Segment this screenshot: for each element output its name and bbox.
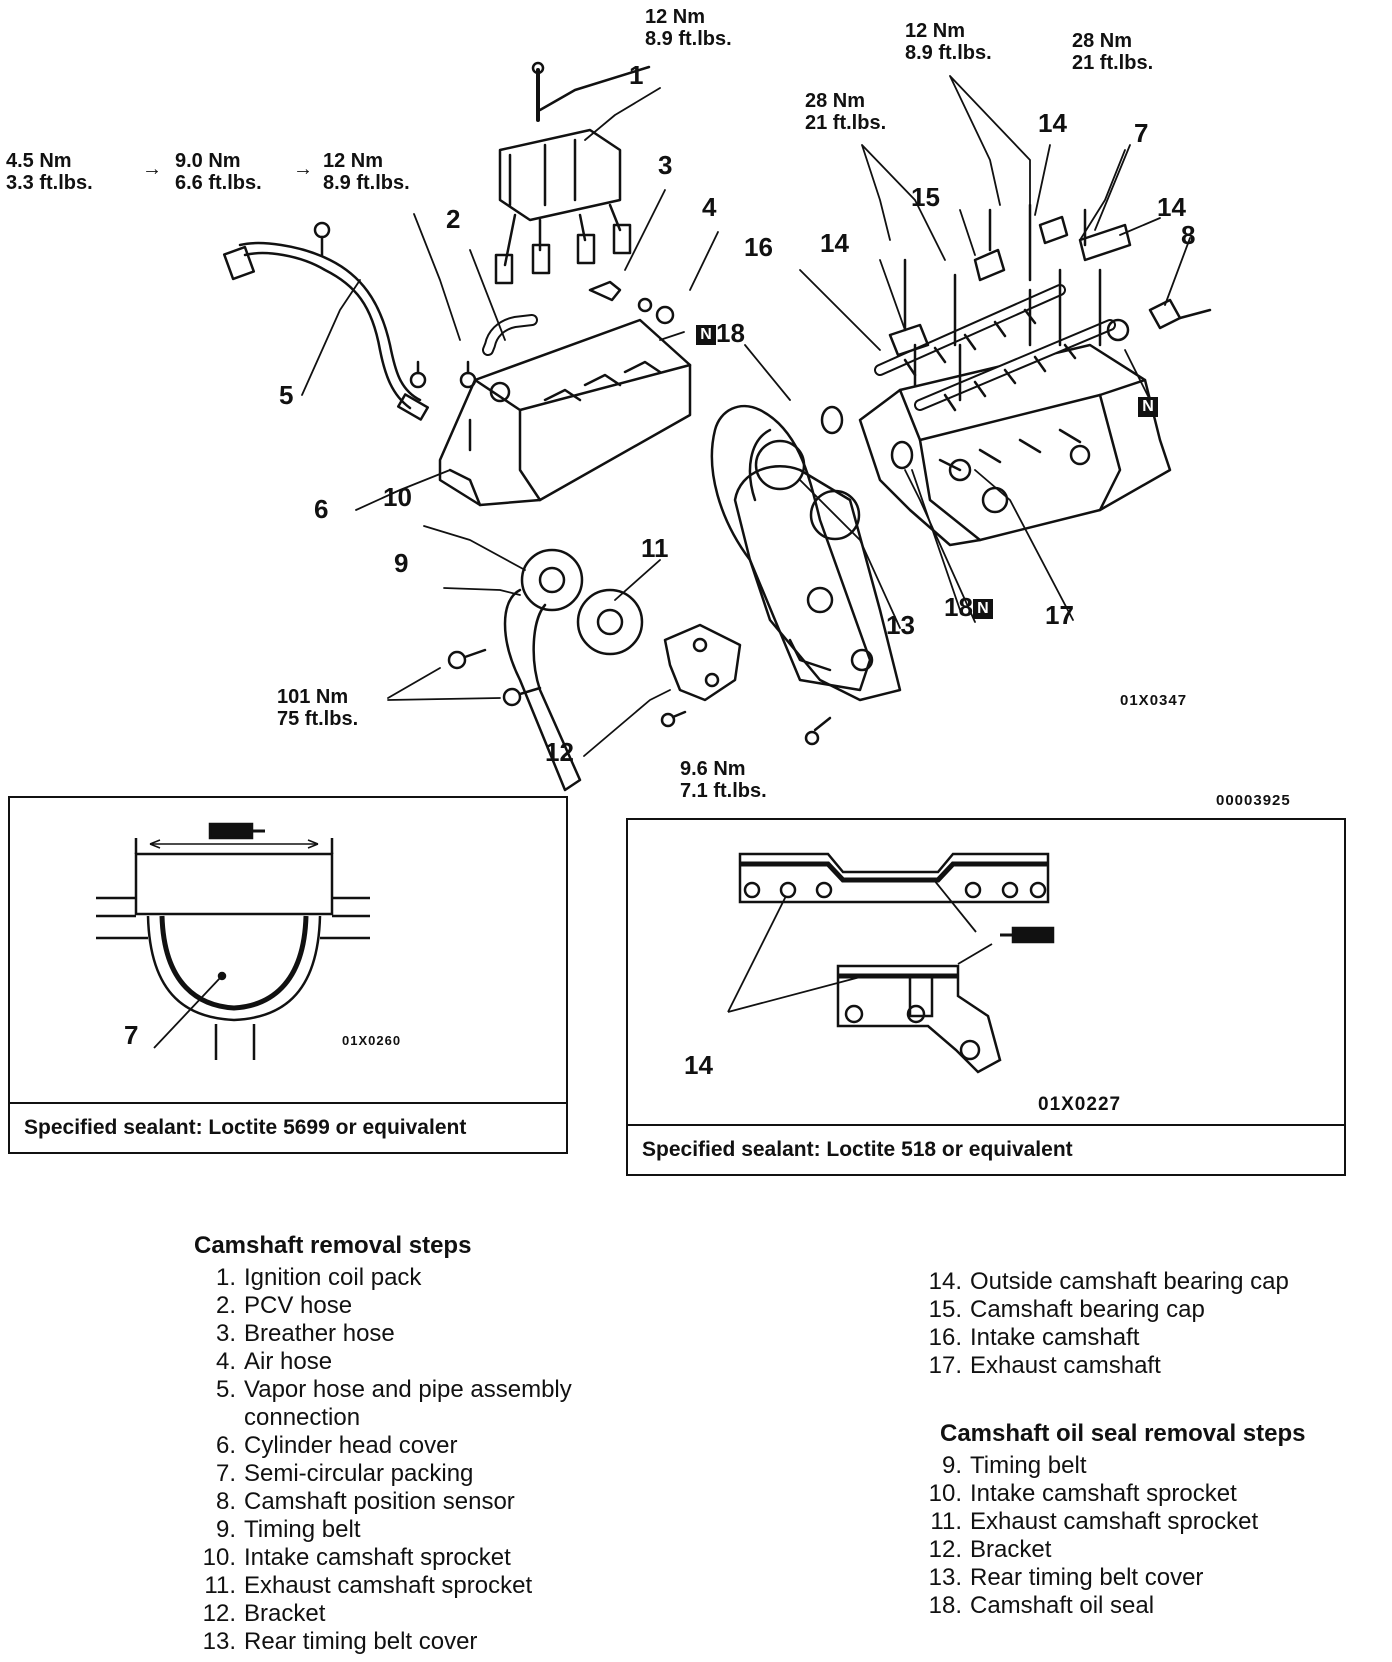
- list-item: 9.Timing belt: [941, 1452, 1087, 1479]
- list-item: 15.Camshaft bearing cap: [928, 1296, 1205, 1323]
- callout-4: 4: [702, 192, 717, 222]
- list-item: 16.Intake camshaft: [928, 1324, 1140, 1351]
- list-item: 4.Air hose: [215, 1348, 333, 1375]
- n-mark-icon: N: [696, 325, 716, 346]
- sealant-caption-right: Specified sealant: Loctite 518 or equiva…: [628, 1124, 1344, 1174]
- removal-steps-list-continued: 14.Outside camshaft bearing cap 15.Camsh…: [920, 1268, 1370, 1380]
- sealant-detail-panel-left: 7 01X0260 Specified sealant: Loctite 569…: [8, 796, 568, 1154]
- callout-1: 1: [629, 60, 644, 90]
- figure-code-main: 01X0347: [1120, 692, 1188, 709]
- n-mark-icon: N: [1138, 397, 1158, 418]
- list-item: 9.Timing belt: [215, 1516, 361, 1543]
- semi-circular-packing-drawing: [96, 822, 370, 1060]
- callout-14-c: 14: [820, 228, 849, 258]
- list-item: 10.Intake camshaft sprocket: [202, 1544, 511, 1571]
- list-item: 17.Exhaust camshaft: [928, 1352, 1161, 1379]
- callout-11: 11: [641, 533, 669, 563]
- list-item: 13.Rear timing belt cover: [202, 1628, 478, 1655]
- figure-code-right-panel: 01X0227: [1038, 1094, 1122, 1115]
- torque-sequence-arrow-2: →: [293, 158, 313, 180]
- list-item: 6.Cylinder head cover: [215, 1432, 458, 1459]
- figure-code-corner: 00003925: [1216, 792, 1291, 809]
- list-item: 3.Breather hose: [215, 1320, 395, 1347]
- figure-code-left-panel: 01X0260: [342, 1033, 402, 1048]
- list-item: 1.Ignition coil pack: [215, 1264, 422, 1291]
- list-item: 11.Exhaust camshaft sprocket: [930, 1508, 1259, 1535]
- list-item: 13.Rear timing belt cover: [928, 1564, 1204, 1591]
- callout-6: 6: [314, 494, 329, 524]
- panel-callout-7: 7: [124, 1020, 139, 1050]
- removal-steps-title: Camshaft removal steps: [194, 1232, 472, 1259]
- n-mark-seal: N: [1138, 390, 1158, 421]
- callout-9: 9: [394, 548, 409, 578]
- callout-12: 12: [545, 737, 574, 767]
- oil-seal-steps-title: Camshaft oil seal removal steps: [940, 1420, 1306, 1447]
- callout-17: 17: [1045, 600, 1074, 630]
- camshaft-removal-steps: Camshaft removal steps 1.Ignition coil p…: [194, 1232, 674, 1656]
- callout-14-b: 14: [1157, 192, 1186, 222]
- sealant-caption-left: Specified sealant: Loctite 5699 or equiv…: [10, 1102, 566, 1152]
- list-item: 2.PCV hose: [215, 1292, 353, 1319]
- panel-callout-14: 14: [684, 1050, 713, 1080]
- list-item: 10.Intake camshaft sprocket: [928, 1480, 1237, 1507]
- camshaft-oil-seal-removal-steps: Camshaft oil seal removal steps 9.Timing…: [920, 1420, 1370, 1620]
- list-item: 12.Bracket: [202, 1600, 326, 1627]
- list-item: 5.Vapor hose and pipe assembly connectio…: [215, 1376, 572, 1431]
- list-item: 18.Camshaft oil seal: [928, 1592, 1155, 1619]
- list-item: 7.Semi-circular packing: [215, 1460, 474, 1487]
- callout-7: 7: [1134, 118, 1149, 148]
- torque-sequence-arrow-1: →: [142, 158, 162, 180]
- sealant-detail-panel-right: 14 01X0227 Specified sealant: Loctite 51…: [626, 818, 1346, 1176]
- list-item: 14.Outside camshaft bearing cap: [928, 1268, 1289, 1295]
- removal-steps-list: 1.Ignition coil pack 2.PCV hose 3.Breath…: [194, 1264, 674, 1656]
- callout-13: 13: [886, 610, 915, 640]
- callout-16: 16: [744, 232, 773, 262]
- list-item: 8.Camshaft position sensor: [215, 1488, 515, 1515]
- oil-seal-steps-list: 9.Timing belt 10.Intake camshaft sprocke…: [920, 1452, 1370, 1620]
- outside-bearing-cap-drawing: [727, 852, 1055, 1074]
- callout-14-a: 14: [1038, 108, 1067, 138]
- list-item: 12.Bracket: [928, 1536, 1052, 1563]
- n-mark-icon: N: [972, 599, 993, 620]
- callout-8: 8: [1181, 220, 1196, 250]
- camshaft-removal-steps-continued: 14.Outside camshaft bearing cap 15.Camsh…: [920, 1268, 1370, 1380]
- callout-10: 10: [383, 482, 412, 512]
- callout-5: 5: [279, 380, 294, 410]
- callout-2: 2: [446, 204, 461, 234]
- list-item: 11.Exhaust camshaft sprocket: [204, 1572, 533, 1599]
- callout-3: 3: [658, 150, 673, 180]
- callout-15: 15: [911, 182, 940, 212]
